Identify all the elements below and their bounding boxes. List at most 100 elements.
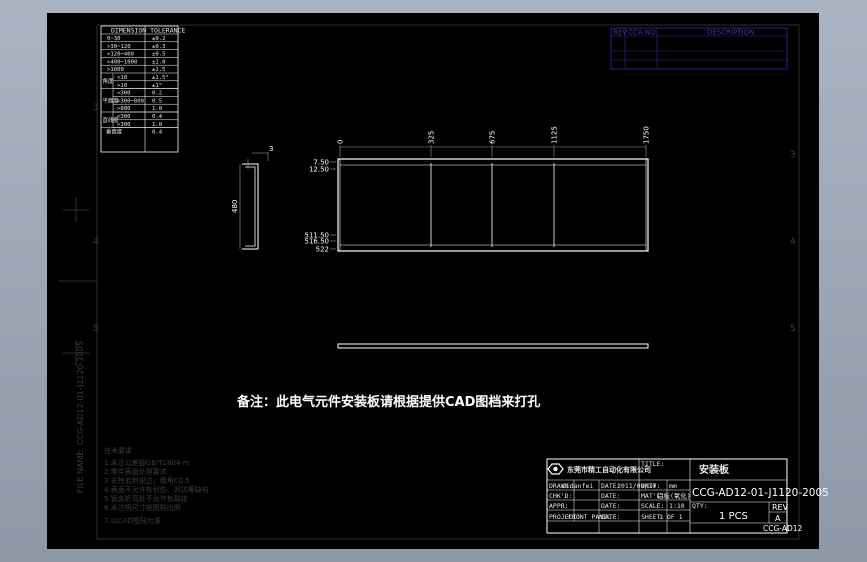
flatness-range-2: >800 — [117, 106, 130, 112]
tolerance-rows: 0~30±0.2>30~120±0.3>120~400±0.5>400~1000… — [101, 36, 178, 136]
revision-header-rev: REV — [613, 29, 627, 37]
straightness-range-0: <300 — [117, 114, 130, 120]
linear-tol-2: ±0.5 — [152, 52, 165, 58]
drawing-number: CCG-AD12-01-J1120-2005 — [692, 487, 829, 499]
perpendicularity-tol: 0.4 — [152, 130, 163, 136]
tech-req-line-6: 6.未注明尺寸按图档比例 — [104, 503, 181, 512]
unit-value: mm — [669, 482, 677, 490]
material-label: MAT'L: — [641, 492, 664, 500]
cad-viewport[interactable]: 3 4 5 3 4 5 FILE NAME: CCG-AD12-01-J1120… — [47, 13, 829, 549]
straightness-range-1: >300 — [117, 122, 130, 128]
tech-req-line-2: 2.零件表面处理要求 — [104, 467, 167, 476]
angle-tol-0: ±1.5° — [152, 75, 169, 81]
technical-requirements: 技术要求 1.未注公差按GB/T1804-m 2.零件表面处理要求 3.去除毛刺… — [104, 446, 209, 525]
grid-ref-left-3: 3 — [93, 103, 99, 113]
linear-range-0: 0~30 — [107, 36, 120, 42]
drawn-value: Lidanfei — [562, 482, 593, 490]
title-block: 东莞市精工自动化有限公司 TITLE: 安装板 DRAWN: Lidanfei … — [546, 458, 829, 534]
grid-ref-left-5: 5 — [93, 324, 99, 334]
side-thickness-dim: 3 — [269, 145, 273, 153]
angle-range-1: >10 — [117, 83, 127, 89]
date-label-1: DATE: — [601, 482, 621, 490]
flatness-tol-2: 1.0 — [152, 106, 162, 112]
linear-tol-1: ±0.3 — [152, 44, 165, 50]
linear-range-3: >400~1000 — [107, 59, 137, 65]
angle-tol-1: ±1° — [152, 83, 162, 89]
left-tick-label-1: 12.50 — [309, 166, 329, 174]
title-label: TITLE: — [641, 460, 664, 468]
left-tick-label-2: 511.50 — [305, 232, 330, 240]
scale-label: SCALE: — [641, 502, 664, 510]
revision-table: REV CCA NO DESCRIPTION — [610, 27, 788, 70]
rev-label: REV — [772, 503, 789, 512]
grid-ref-right-5: 5 — [790, 324, 796, 334]
sheet-value: 1 OF 1 — [659, 513, 683, 521]
straightness-label: 直线度 — [103, 116, 120, 124]
footer-code: CCG-AD12 — [763, 524, 803, 533]
straightness-tol-1: 1.0 — [152, 122, 162, 128]
left-tick-label-0: 7.50 — [313, 159, 329, 167]
crosshair-marker-upper — [63, 197, 89, 223]
angle-range-0: <10 — [117, 75, 127, 81]
date-label-2: DATE: — [601, 492, 621, 500]
tech-req-title: 技术要求 — [104, 446, 132, 455]
grid-ref-left-4: 4 — [93, 237, 99, 247]
left-tick-label-4: 522 — [316, 246, 329, 254]
flatness-range-1: >300~800 — [117, 98, 144, 104]
date-value-1: 2011/09/30 — [617, 482, 656, 490]
scale-value: 1:10 — [669, 502, 685, 510]
side-view: 3 480 — [231, 145, 273, 250]
linear-range-1: >30~120 — [107, 44, 131, 50]
drawing-frame — [96, 24, 800, 540]
qty-value: 1 PCS — [719, 511, 748, 522]
top-tick-label-1: 325 — [428, 131, 436, 144]
strip-view — [337, 343, 649, 349]
perpendicularity-label: 垂直度 — [106, 128, 123, 136]
checked-label: CHK'D: — [549, 492, 572, 500]
file-name-label: FILE NAME: CCG-AD12-01-J1120-2005 — [76, 341, 85, 493]
tech-req-line-3: 3.去除毛刺锐边，倒角C0.5 — [104, 476, 190, 485]
revision-header-cca: CCA NO — [628, 29, 656, 37]
revision-header-description: DESCRIPTION — [707, 29, 754, 37]
date-label-4: DATE: — [601, 513, 621, 521]
linear-tol-0: ±0.2 — [152, 36, 165, 42]
linear-range-4: >1000 — [107, 67, 124, 73]
project-label: PROJECT: — [549, 513, 580, 521]
top-tick-label-4: 1750 — [643, 126, 651, 144]
company-name: 东莞市精工自动化有限公司 — [567, 465, 651, 474]
tolerance-table: DIMENSION TOLERANCE — [100, 25, 185, 153]
company-logo-icon — [547, 463, 564, 475]
installation-note: 备注：此电气元件安装板请根据提供CAD图档来打孔 — [236, 394, 540, 410]
linear-tol-4: ±1.5 — [152, 67, 165, 73]
rev-value: A — [775, 514, 781, 523]
drawing-sheet: 3 4 5 3 4 5 FILE NAME: CCG-AD12-01-J1120… — [59, 24, 829, 540]
grid-ref-right-3: 3 — [790, 150, 796, 160]
flatness-tol-1: 0.5 — [152, 98, 162, 104]
unit-label: UNIT: — [641, 482, 661, 490]
drawn-label: DRAWN: — [549, 482, 572, 490]
linear-tol-3: ±1.0 — [152, 59, 165, 65]
project-value: FRONT PANEL — [568, 513, 611, 521]
qty-label: QTY: — [692, 502, 708, 510]
tech-req-line-7: 7.以CAD图档为准 — [104, 516, 161, 525]
date-label-3: DATE: — [601, 502, 621, 510]
flatness-range-0: <300 — [117, 91, 130, 97]
tech-req-line-4: 4.表面不允许有划伤、凹坑等缺陷 — [104, 485, 209, 494]
angle-label: 角度 — [103, 77, 114, 85]
straightness-tol-0: 0.4 — [152, 114, 163, 120]
left-tick-label-3: 516.50 — [305, 238, 330, 246]
part-name: 安装板 — [699, 463, 730, 476]
plate-front-view — [337, 158, 649, 252]
tech-req-line-1: 1.未注公差按GB/T1804-m — [104, 458, 190, 467]
grid-ref-right-4: 4 — [790, 237, 796, 247]
flatness-tol-0: 0.2 — [152, 91, 162, 97]
top-tick-label-2: 675 — [489, 131, 497, 144]
side-height-dim: 480 — [231, 200, 239, 213]
material-value: 铝板(氧化) — [657, 491, 691, 500]
crosshair-marker-lower — [63, 340, 89, 366]
top-tick-label-3: 1125 — [551, 126, 559, 144]
flatness-label: 平面度 — [103, 96, 120, 104]
sheet-label: SHEET: — [641, 513, 664, 521]
approved-label: APPR: — [549, 502, 569, 510]
